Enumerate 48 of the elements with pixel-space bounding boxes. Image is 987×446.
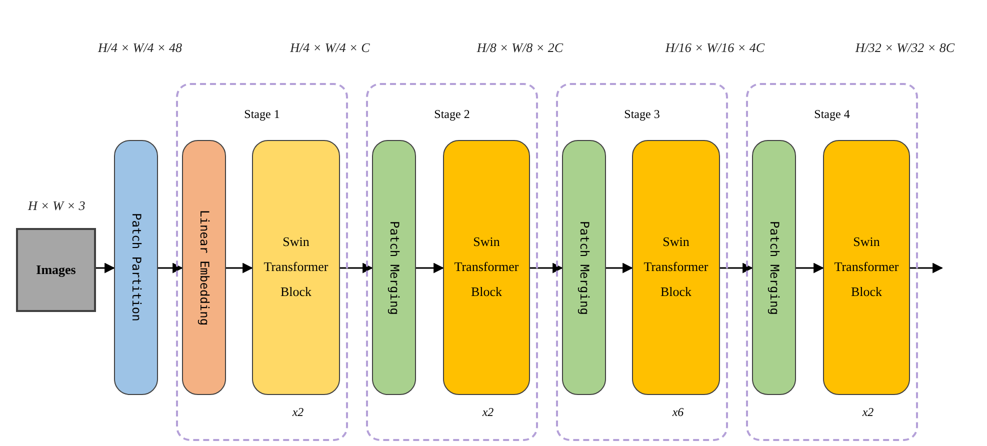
block-label: Patch Merging (576, 220, 592, 314)
arrow (96, 262, 116, 274)
block-label: Linear Embedding (196, 210, 212, 326)
patch-merging-block (372, 140, 416, 395)
repeat-count: x2 (292, 405, 304, 420)
transformer-block (443, 140, 530, 395)
stage-group (366, 83, 538, 441)
block-label: Patch Merging (386, 220, 402, 314)
arrow (910, 262, 944, 274)
block-label: Swin Transformer Block (453, 233, 520, 301)
input-image-box (16, 228, 96, 312)
patch-partition-block (114, 140, 158, 395)
arrow (606, 262, 634, 274)
dimension-label: H/4 × W/4 × 48 (98, 40, 182, 56)
arrow (530, 262, 564, 274)
dimension-label: H × W × 3 (28, 198, 86, 214)
stage-title: Stage 4 (814, 107, 850, 122)
stage-title: Stage 1 (244, 107, 280, 122)
dimension-label: H/4 × W/4 × C (290, 40, 370, 56)
dimension-label: H/32 × W/32 × 8C (855, 40, 955, 56)
stage-title: Stage 3 (624, 107, 660, 122)
dimension-label: H/16 × W/16 × 4C (665, 40, 765, 56)
transformer-block (632, 140, 720, 395)
block-label: Swin Transformer Block (833, 233, 900, 301)
stage-group (556, 83, 728, 441)
arrow (226, 262, 254, 274)
block-label: Swin Transformer Block (642, 233, 710, 301)
repeat-count: x2 (482, 405, 494, 420)
patch-merging-block (562, 140, 606, 395)
block-label: Swin Transformer Block (262, 233, 330, 301)
transformer-block (823, 140, 910, 395)
repeat-count: x2 (862, 405, 874, 420)
transformer-block (252, 140, 340, 395)
arrow (158, 262, 184, 274)
block-label: Images (35, 260, 77, 279)
arrow (340, 262, 374, 274)
block-label: Patch Merging (766, 220, 782, 314)
arrow (796, 262, 824, 274)
linear-embedding-block (182, 140, 226, 395)
arrow (416, 262, 444, 274)
dimension-label: H/8 × W/8 × 2C (476, 40, 564, 56)
stage-group (746, 83, 918, 441)
repeat-count: x6 (672, 405, 684, 420)
block-label: Patch Partition (128, 213, 144, 322)
stage-group (176, 83, 348, 441)
patch-merging-block (752, 140, 796, 395)
stage-title: Stage 2 (434, 107, 470, 122)
arrow (720, 262, 754, 274)
